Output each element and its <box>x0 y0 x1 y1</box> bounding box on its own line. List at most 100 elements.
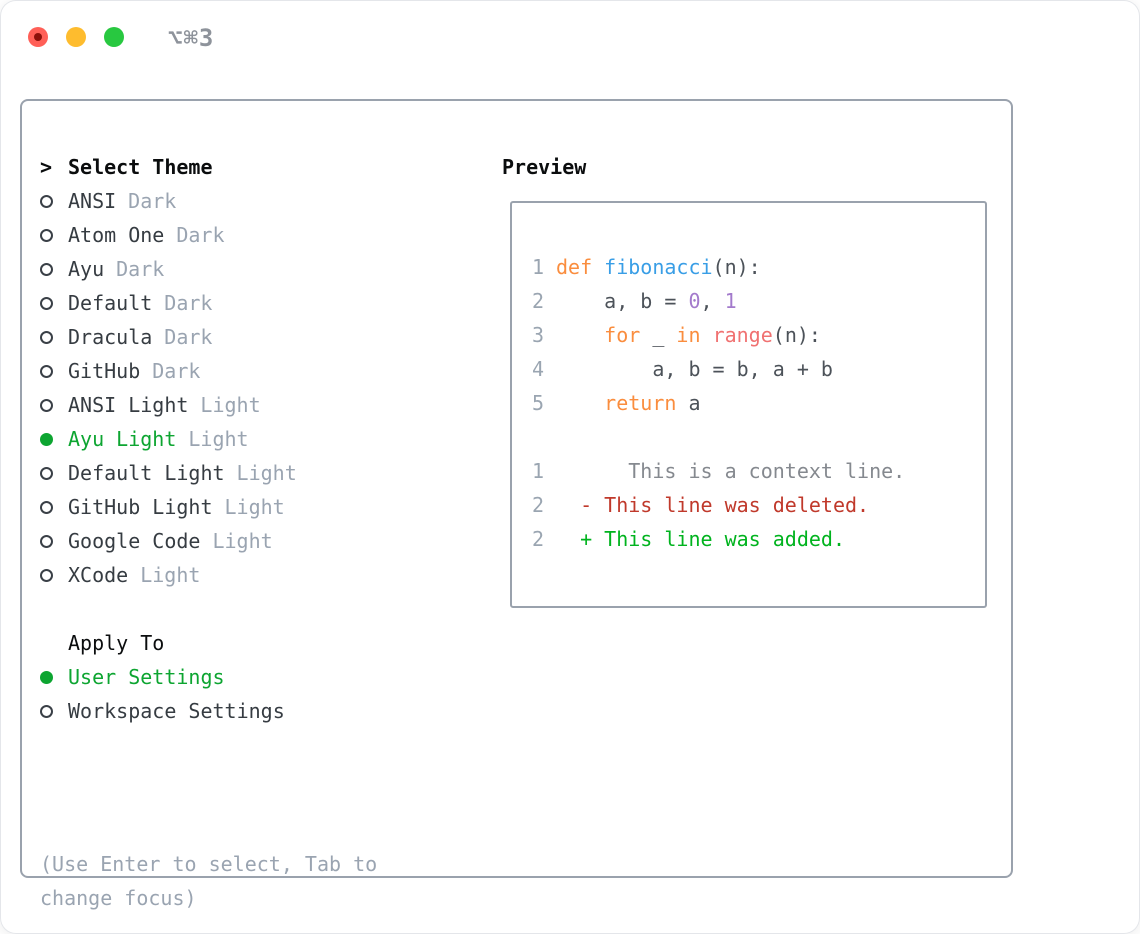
prompt-icon: > <box>40 155 53 179</box>
theme-name: GitHub <box>68 359 141 383</box>
theme-name: Ayu <box>68 257 105 281</box>
code-token: _ <box>640 323 677 347</box>
code-token: (n): <box>772 323 821 347</box>
zoom-button[interactable] <box>104 27 124 47</box>
apply-target-label: Workspace Settings <box>68 699 285 723</box>
theme-item-ansi-light[interactable]: ANSI Light Light <box>40 388 492 422</box>
theme-variant: Light <box>236 461 297 485</box>
radio-icon <box>40 263 53 276</box>
theme-name: GitHub Light <box>68 495 213 519</box>
apply-to-header: Apply To <box>40 626 492 660</box>
preview-title: Preview <box>502 155 587 179</box>
code-line: 2 a, b = 0, 1 <box>532 284 975 318</box>
apply-target-workspace-settings[interactable]: Workspace Settings <box>40 694 492 728</box>
radio-icon <box>40 331 53 344</box>
code-token <box>701 323 713 347</box>
diff-deleted-line: 2 - This line was deleted. <box>532 488 975 522</box>
theme-item-xcode[interactable]: XCode Light <box>40 558 492 592</box>
apply-target-label: User Settings <box>68 665 225 689</box>
theme-variant: Dark <box>116 257 165 281</box>
radio-icon <box>40 229 53 242</box>
theme-variant: Light <box>224 495 285 519</box>
radio-icon <box>40 399 53 412</box>
theme-item-ayu-light[interactable]: Ayu Light Light <box>40 422 492 456</box>
line-number: 2 <box>532 493 545 517</box>
line-number: 5 <box>532 391 545 415</box>
section-title: Apply To <box>68 631 165 655</box>
theme-name: Atom One <box>68 223 165 247</box>
code-token <box>556 391 604 415</box>
theme-name: Default <box>68 291 153 315</box>
theme-item-github-dark[interactable]: GitHub Dark <box>40 354 492 388</box>
radio-selected-icon <box>40 671 53 684</box>
theme-variant: Dark <box>128 189 177 213</box>
code-token: a <box>676 391 701 415</box>
diff-text: - This line was deleted. <box>556 493 870 517</box>
theme-variant: Light <box>200 393 261 417</box>
window-title: ⌥⌘3 <box>168 24 215 52</box>
code-line: 5 return a <box>532 386 975 420</box>
code-token: in <box>676 323 701 347</box>
line-number: 2 <box>532 527 545 551</box>
code-token <box>556 323 604 347</box>
radio-icon <box>40 467 53 480</box>
theme-variant: Dark <box>164 325 213 349</box>
theme-name: ANSI Light <box>68 393 189 417</box>
theme-name: Ayu Light <box>68 427 177 451</box>
theme-name: Dracula <box>68 325 153 349</box>
code-token: 0 <box>688 289 701 313</box>
help-text: (Use Enter to select, Tab to change focu… <box>40 852 378 910</box>
theme-item-github-light[interactable]: GitHub Light Light <box>40 490 492 524</box>
radio-icon <box>40 195 53 208</box>
code-line: 3 for _ in range(n): <box>532 318 975 352</box>
code-token: for <box>604 323 641 347</box>
theme-name: XCode <box>68 563 129 587</box>
select-theme-header: > Select Theme <box>40 150 492 184</box>
code-token: fibonacci <box>604 255 713 279</box>
diff-context-line: 1 This is a context line. <box>532 454 975 488</box>
line-number: 3 <box>532 323 545 347</box>
title-bar: ⌥⌘3 <box>0 0 1140 72</box>
theme-variant: Light <box>212 529 273 553</box>
theme-variant: Light <box>140 563 201 587</box>
diff-text: This is a context line. <box>556 459 906 483</box>
diff-added-line: 2 + This line was added. <box>532 522 975 556</box>
radio-icon <box>40 365 53 378</box>
line-number: 4 <box>532 357 545 381</box>
theme-item-ayu-dark[interactable]: Ayu Dark <box>40 252 492 286</box>
line-number: 2 <box>532 289 545 313</box>
radio-icon <box>40 297 53 310</box>
code-token: def <box>556 255 605 279</box>
section-title: Select Theme <box>68 155 213 179</box>
spacer <box>40 592 492 626</box>
theme-variant: Light <box>188 427 249 451</box>
code-token: (n): <box>712 255 761 279</box>
radio-icon <box>40 569 53 582</box>
code-line: 4 a, b = b, a + b <box>532 352 975 386</box>
radio-selected-icon <box>40 433 53 446</box>
theme-variant: Dark <box>152 359 201 383</box>
code-token: a, b = b, a + b <box>556 357 833 381</box>
code-token: a, b = <box>556 289 689 313</box>
theme-item-google-code[interactable]: Google Code Light <box>40 524 492 558</box>
theme-name: Google Code <box>68 529 201 553</box>
diff-text: + This line was added. <box>556 527 845 551</box>
radio-icon <box>40 501 53 514</box>
code-token: , <box>700 289 725 313</box>
code-token: 1 <box>724 289 737 313</box>
theme-item-dracula-dark[interactable]: Dracula Dark <box>40 320 492 354</box>
radio-icon <box>40 705 53 718</box>
close-button[interactable] <box>28 27 48 47</box>
blank-line <box>532 420 975 454</box>
minimize-button[interactable] <box>66 27 86 47</box>
apply-target-user-settings[interactable]: User Settings <box>40 660 492 694</box>
